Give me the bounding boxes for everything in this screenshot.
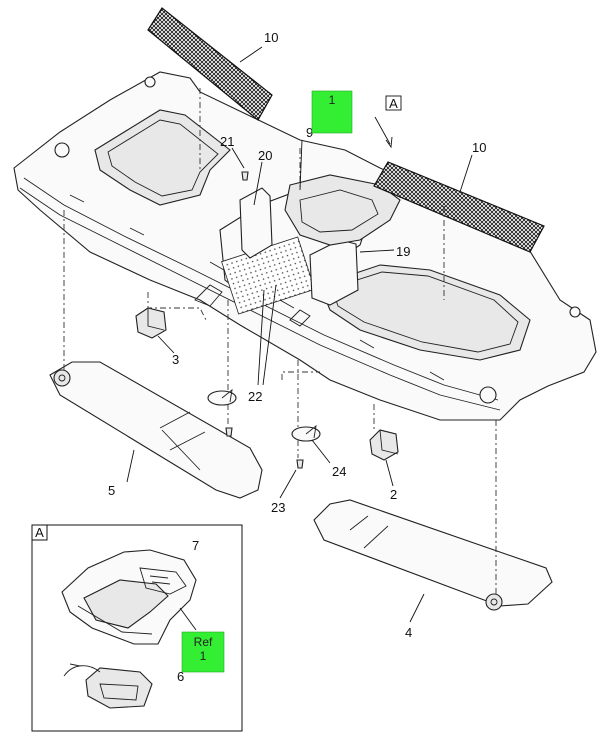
callout-21: 21: [220, 134, 234, 149]
view-label-a: A: [385, 95, 402, 111]
visor-clip-right: [369, 429, 399, 461]
view-arrow-line: [374, 116, 391, 145]
view-arrowhead: [385, 136, 393, 149]
callout-10-upper: 10: [264, 30, 278, 45]
reference-box-detail: Ref 1: [181, 631, 225, 673]
dome-lamp-housing: [61, 549, 197, 645]
dome-lamp-assembly: [63, 663, 153, 709]
callout-24: 24: [332, 464, 346, 479]
reference-box-detail-line2: 1: [200, 649, 207, 663]
mesh-panel-upper: [147, 7, 273, 121]
reference-box-top-number: 1: [329, 93, 336, 107]
callout-19: 19: [396, 244, 410, 259]
callout-23: 23: [271, 500, 285, 515]
overhead-console-tray: [13, 71, 597, 421]
callout-4: 4: [405, 625, 412, 640]
callout-2: 2: [390, 487, 397, 502]
callout-10-right: 10: [472, 140, 486, 155]
callout-3: 3: [172, 352, 179, 367]
callout-9: 9: [306, 125, 313, 140]
reference-box-top: 1: [311, 90, 353, 134]
sun-visor-left: [49, 361, 263, 499]
screw-23: [296, 459, 304, 469]
bracket-22: [207, 388, 237, 406]
assembly-lines: [63, 88, 497, 596]
callout-labels: 10 10 21 20 9 19 3 22 5 24 23 2 4: [108, 30, 486, 640]
callout-22: 22: [248, 389, 262, 404]
view-label-a-text: A: [389, 96, 398, 111]
detail-a-label: A: [35, 525, 44, 540]
sun-visor-right: [313, 499, 553, 611]
detail-a-panel: A Ref 1 7 6: [31, 524, 243, 732]
screw-22: [225, 427, 233, 437]
bracket-24: [291, 424, 321, 442]
mesh-panel-right: [373, 161, 545, 253]
screw-21: [241, 171, 249, 181]
callout-7: 7: [192, 538, 199, 553]
reference-box-detail-line1: Ref: [194, 635, 213, 649]
callout-6: 6: [177, 669, 184, 684]
callout-20: 20: [258, 148, 272, 163]
callout-5: 5: [108, 483, 115, 498]
visor-clip-left: [135, 307, 167, 339]
